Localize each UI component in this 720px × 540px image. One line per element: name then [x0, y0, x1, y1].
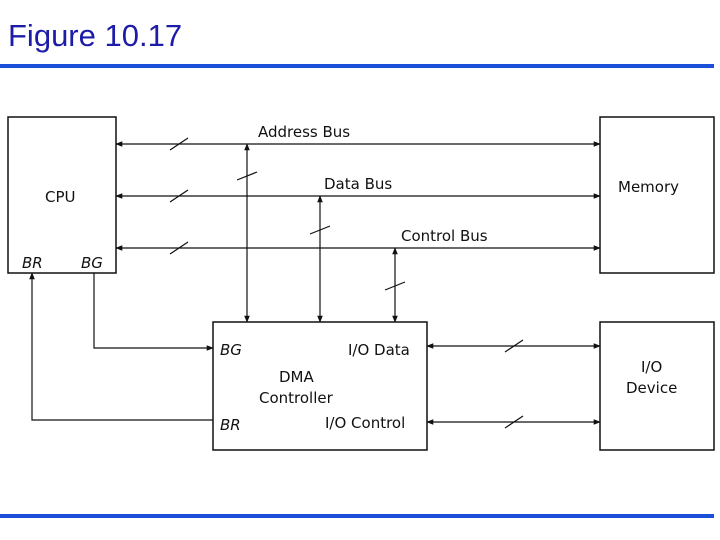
slide-title: Figure 10.17: [8, 18, 183, 53]
data-bus-label: Data Bus: [324, 175, 392, 193]
bus-grant-line: [93, 273, 214, 351]
cpu-label: CPU: [45, 188, 76, 206]
bus-request-line: [29, 272, 213, 421]
cpu-bg-label: BG: [81, 254, 103, 272]
io-device-line2: Device: [626, 379, 677, 397]
cpu-br-label: BR: [22, 254, 43, 272]
dma-bg-label: BG: [220, 341, 242, 359]
io-device-line1: I/O: [641, 358, 662, 376]
top-rule: [0, 64, 714, 68]
memory-label: Memory: [618, 178, 679, 196]
address-bus-label: Address Bus: [258, 123, 350, 141]
dma-title-line1: DMA: [279, 368, 314, 386]
dma-br-label: BR: [220, 416, 241, 434]
dma-io-data-label: I/O Data: [348, 341, 410, 359]
dma-title-line2: Controller: [259, 389, 334, 407]
control-bus-label: Control Bus: [401, 227, 488, 245]
bottom-rule: [0, 514, 714, 518]
io-device-box: [599, 321, 715, 451]
dma-io-control-label: I/O Control: [325, 414, 405, 432]
